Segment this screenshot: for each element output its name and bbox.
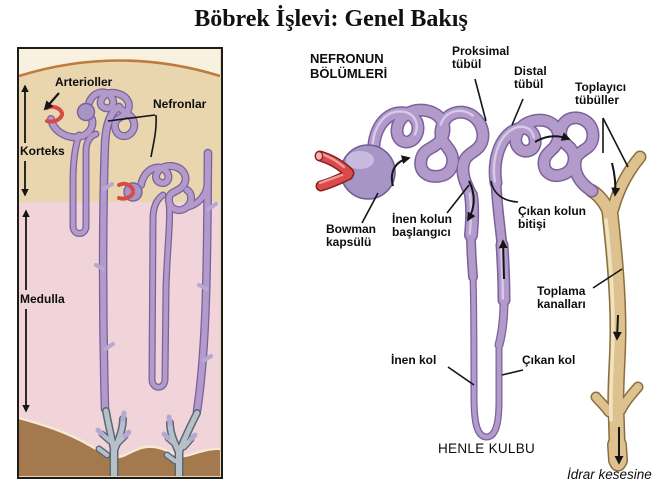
capsule-strip xyxy=(19,49,220,76)
arterioller-pointer-arrow xyxy=(43,92,60,111)
label-henle-kulbu: HENLE KULBU xyxy=(438,441,536,456)
label-toplayici-tubuller: Toplayıcı tübüller xyxy=(575,80,627,107)
nephron-2 xyxy=(117,148,218,416)
proximal-tubule xyxy=(368,105,488,200)
label-pointer-lines xyxy=(361,78,629,386)
label-distal-tubul: Distal tübül xyxy=(514,64,547,91)
henle-loop xyxy=(471,394,502,440)
arterioles-2 xyxy=(117,181,135,201)
flow-arrow-duct-top xyxy=(611,162,621,197)
distal-tubule xyxy=(490,112,598,196)
flow-arrow-descending xyxy=(467,180,476,222)
pelvis-boundary-line xyxy=(19,416,220,459)
pointer-cikan-kol xyxy=(501,369,524,376)
label-arterioller: Arterioller xyxy=(55,75,113,89)
afferent-efferent-arterioles xyxy=(314,150,355,192)
flow-arrow-duct-mid xyxy=(612,314,622,341)
descending-limb xyxy=(470,274,477,400)
flow-arrow-ascending xyxy=(498,239,508,280)
nephron-art xyxy=(314,78,647,472)
collecting-duct-tree-left xyxy=(95,407,132,476)
kidney-cross-section-art xyxy=(19,49,220,476)
label-idrar-kesesine: İdrar kesesine xyxy=(567,467,652,482)
collecting-duct-tree-right xyxy=(161,409,201,476)
pointer-cikan-bitis xyxy=(490,180,519,203)
nefronlar-pointer-lines xyxy=(107,114,157,158)
pointer-distal xyxy=(511,98,524,126)
nephron-diagram-panel: NEFRONUN BÖLÜMLERİ Proksimal tübül Dista… xyxy=(290,45,662,487)
collecting-duct xyxy=(585,150,647,472)
page-title: Böbrek İşlevi: Genel Bakış xyxy=(194,6,468,32)
label-cikan-kol: Çıkan kol xyxy=(522,353,576,367)
pointer-proksimal xyxy=(474,78,487,122)
pointer-inen-baslangic xyxy=(446,184,470,214)
flow-arrows xyxy=(390,132,624,465)
flow-arrow-distal xyxy=(534,132,571,143)
label-toplama-kanallari: Toplama kanalları xyxy=(537,284,586,311)
label-bowman-kapsulu: Bowman kapsülü xyxy=(326,222,377,249)
nephron-1 xyxy=(45,88,139,414)
flow-arrow-capsule xyxy=(390,155,411,187)
label-korteks: Korteks xyxy=(20,144,65,158)
pointer-toplama xyxy=(592,268,623,289)
kidney-cross-section-panel: Arterioller Nefronlar Korteks Medulla xyxy=(17,47,223,479)
pointer-bowman xyxy=(361,192,379,224)
label-inen-kolun-baslangici: İnen kolun başlangıcı xyxy=(392,212,452,239)
renal-pelvis-region xyxy=(19,418,220,476)
label-inen-kol: İnen kol xyxy=(391,353,437,367)
label-nefronlar: Nefronlar xyxy=(153,97,207,111)
pointer-toplayici-2 xyxy=(602,117,629,168)
label-cikan-kolun-bitisi: Çıkan kolun bitişi xyxy=(518,204,587,231)
label-proksimal-tubul: Proksimal tübül xyxy=(452,44,510,71)
nephron-heading: NEFRONUN BÖLÜMLERİ xyxy=(310,51,388,81)
capsule-highlight xyxy=(346,151,374,169)
pointer-inen-kol xyxy=(447,366,475,386)
glomerulus-1 xyxy=(76,102,96,122)
kidney-capsule-line xyxy=(19,59,220,78)
label-medulla: Medulla xyxy=(20,292,65,306)
